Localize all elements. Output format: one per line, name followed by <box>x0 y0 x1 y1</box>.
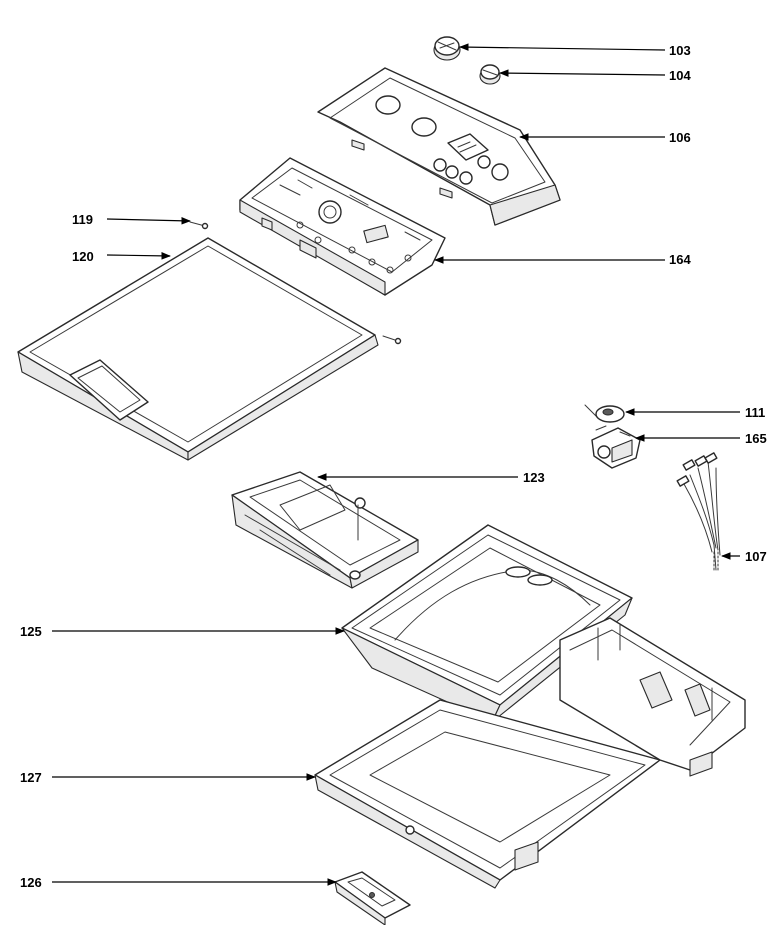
sensor-111 <box>584 404 625 423</box>
wire-harness-107 <box>676 452 721 573</box>
leader-103 <box>459 43 666 51</box>
part-label-123: 123 <box>523 470 545 485</box>
leader-119 <box>106 216 191 225</box>
lid-120 <box>17 237 379 461</box>
lid-lock-126 <box>334 871 411 925</box>
pump-motor-165 <box>591 425 641 469</box>
dispenser-drawer-123 <box>231 471 419 589</box>
top-frame-127 <box>314 617 746 889</box>
leader-120 <box>106 252 171 260</box>
part-label-164: 164 <box>669 252 691 267</box>
part-label-126: 126 <box>20 875 42 890</box>
knob-104 <box>479 64 501 85</box>
hinge-pin-119 <box>189 221 402 345</box>
part-label-119: 119 <box>72 212 93 227</box>
part-label-125: 125 <box>20 624 42 639</box>
part-label-104: 104 <box>669 68 691 83</box>
part-label-106: 106 <box>669 130 691 145</box>
leader-104 <box>499 69 666 77</box>
part-label-111: 111 <box>745 405 765 420</box>
part-label-120: 120 <box>72 249 94 264</box>
control-board-164 <box>239 157 446 296</box>
part-label-103: 103 <box>669 43 691 58</box>
knob-103 <box>433 36 461 61</box>
part-label-127: 127 <box>20 770 42 785</box>
part-label-107: 107 <box>745 549 767 564</box>
control-panel-106 <box>317 67 561 226</box>
part-label-165: 165 <box>745 431 767 446</box>
